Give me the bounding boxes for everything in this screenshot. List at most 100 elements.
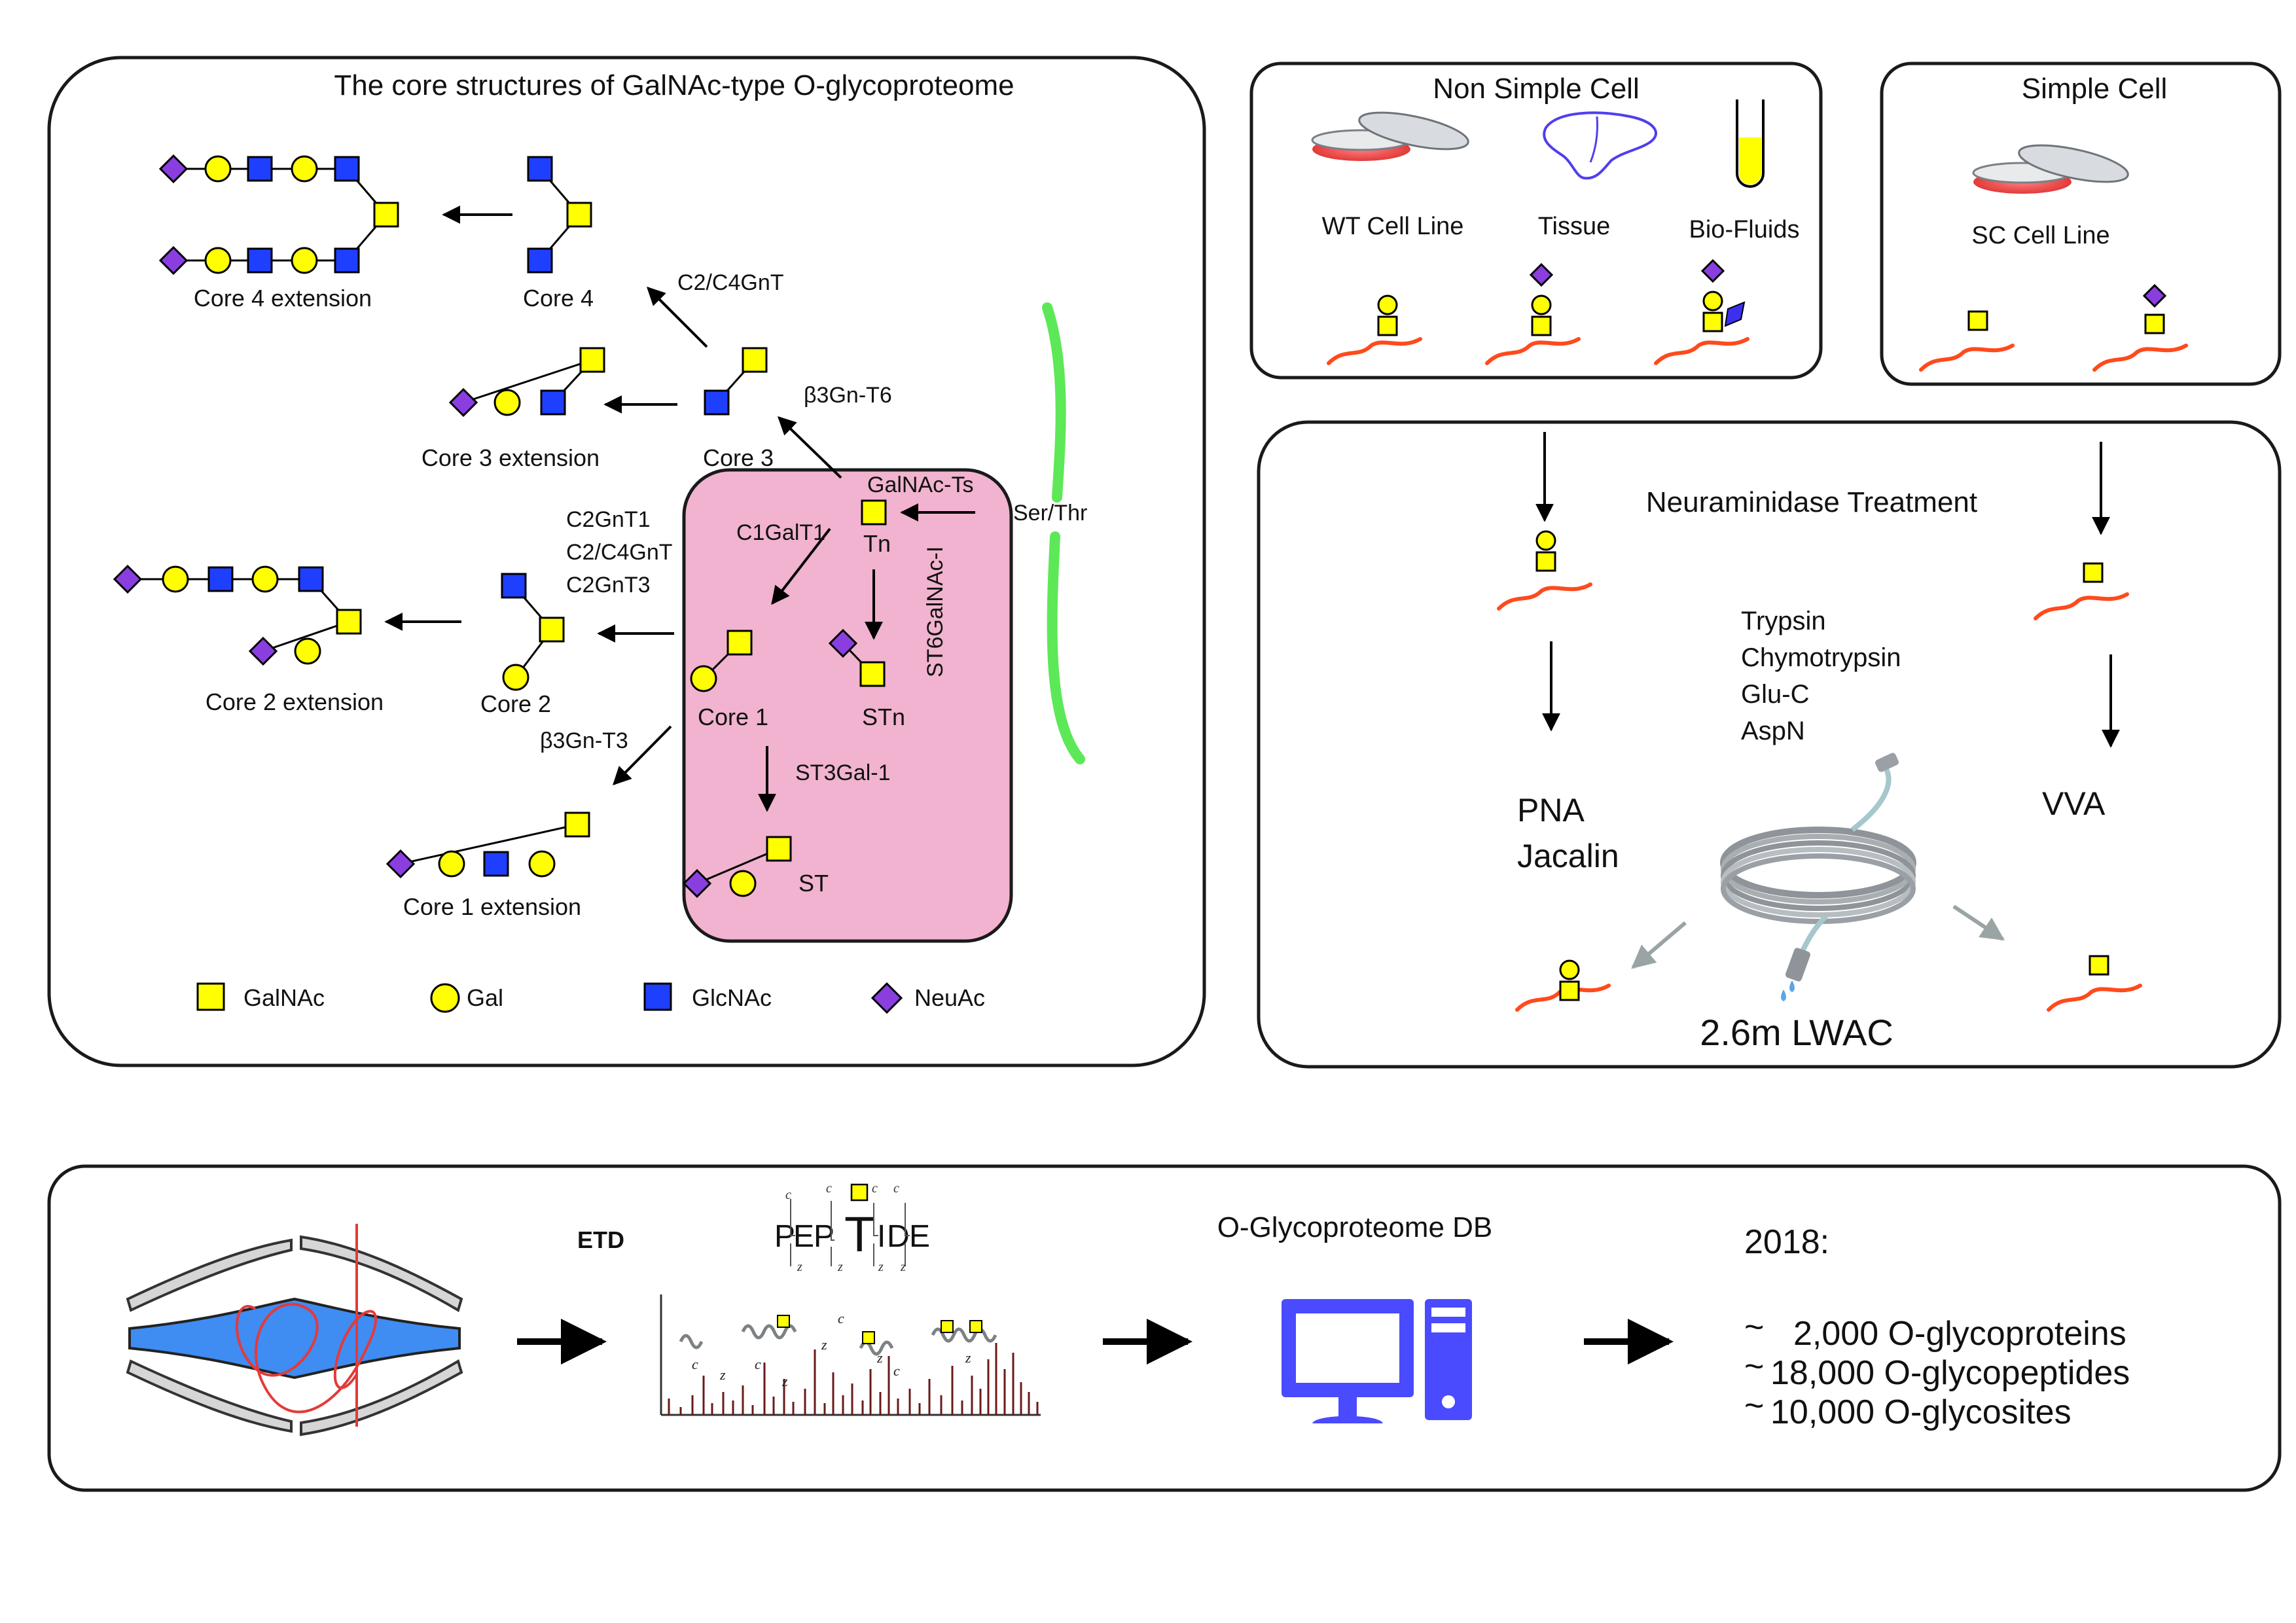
simple-panel-title: Simple Cell: [2022, 73, 2168, 105]
legend-gal-circle-icon: [430, 983, 460, 1013]
gal-circle-icon: [204, 247, 232, 274]
galnac-square-icon: [742, 347, 768, 373]
neuac-diamond-icon: [2142, 283, 2167, 308]
galnac-square-icon: [2144, 313, 2165, 334]
enzyme-ser-thr: Ser/Thr: [1013, 501, 1087, 526]
galnac-square-icon: [579, 347, 605, 373]
gal-circle-icon: [251, 565, 279, 593]
year-label: 2018:: [1744, 1223, 1829, 1261]
computer-database-icon: [1282, 1299, 1472, 1423]
label-core4: Core 4: [523, 285, 594, 312]
stat-glycopeptides: 18,000 O-glycopeptides: [1770, 1354, 2130, 1392]
gal-circle-icon: [1377, 294, 1398, 315]
petri-dish-icon: [1311, 111, 1469, 161]
galnac-square-icon: [2083, 562, 2104, 583]
spectrum-galnac-square-icon: [862, 1331, 875, 1344]
gal-circle-icon: [1531, 294, 1552, 315]
glcnac-square-icon: [334, 247, 360, 274]
label-core3-extension: Core 3 extension: [422, 444, 600, 471]
enrichment-panel: Neuraminidase Treatment Trypsin Chymotry…: [1257, 420, 2282, 1069]
lwac-column-label: 2.6m LWAC: [1700, 1012, 1893, 1053]
gal-circle-icon: [438, 850, 465, 878]
svg-text:z: z: [878, 1260, 884, 1274]
neuac-diamond-icon: [158, 245, 188, 276]
legend-neuac-label: NeuAc: [914, 984, 985, 1011]
svg-text:c: c: [872, 1181, 878, 1196]
stat-tilde: ~: [1744, 1347, 1764, 1385]
gal-circle-icon: [291, 155, 318, 183]
protease-glu-c: Glu-C: [1741, 680, 1809, 709]
legend-glcnac-square-icon: [643, 982, 672, 1011]
label-core1: Core 1: [698, 704, 768, 730]
glcnac-square-icon: [483, 851, 509, 877]
enzyme-galnac-ts: GalNAc-Ts: [867, 473, 973, 497]
gal-circle-icon: [1535, 530, 1556, 551]
label-stn: STn: [862, 704, 905, 730]
peptide-chain-icon: [1485, 337, 1581, 365]
core-structures-panel: The core structures of GalNAc-type O-gly…: [47, 56, 1206, 1067]
neuac-diamond-icon: [828, 628, 858, 658]
sc-petri-dish-icon: [1972, 144, 2129, 194]
glcnac-square-icon: [501, 573, 527, 599]
gal-circle-icon: [528, 850, 556, 878]
legend-galnac-square-icon: [196, 982, 225, 1011]
source-bio-fluids: Bio-Fluids: [1689, 216, 1800, 243]
spectrum-ion-letters: czc zzc zcz: [692, 1310, 971, 1389]
lectin-jacalin: Jacalin: [1517, 838, 1619, 874]
enzyme-c2c4gnt: C2/C4GnT: [566, 540, 673, 565]
lwac-column-coil-icon: [1720, 753, 1916, 1001]
protease-chymotrypsin: Chymotrypsin: [1741, 643, 1901, 672]
simple-cell-panel: Simple Cell SC Cell Line: [1880, 62, 2282, 386]
lectin-vva: VVA: [2042, 785, 2106, 822]
neuac-diamond-icon: [386, 849, 416, 879]
mass-analyzer-icon: [126, 1224, 463, 1436]
gal-circle-icon: [291, 247, 318, 274]
galnac-square-icon: [539, 616, 565, 643]
enzyme-c2gnt3: C2GnT3: [566, 573, 651, 597]
enrichment-panel-frame: [1257, 420, 2282, 1069]
gal-circle-icon: [493, 389, 521, 416]
neuac-diamond-icon: [1700, 259, 1725, 283]
neuac-diamond-icon: [158, 154, 188, 184]
glcnac-square-icon: [334, 156, 360, 182]
svg-text:c: c: [893, 1363, 900, 1379]
neuraminidase-title: Neuraminidase Treatment: [1646, 486, 1977, 518]
glcnac-square-icon: [247, 156, 273, 182]
stat-glycoproteins: 2,000 O-glycoproteins: [1793, 1315, 2126, 1353]
svg-text:c: c: [785, 1188, 791, 1202]
peptide-chain-icon: [2034, 592, 2129, 620]
glycoproteome-db-title: O-Glycoproteome DB: [1217, 1211, 1493, 1243]
glcnac-square-icon: [247, 247, 273, 274]
source-tissue: Tissue: [1538, 213, 1611, 240]
gal-circle-icon: [204, 155, 232, 183]
glcnac-square-icon: [298, 566, 324, 592]
svg-text:z: z: [719, 1366, 726, 1383]
enrichment-arrows: [1535, 432, 2120, 748]
peptide-chain-icon: [1327, 337, 1422, 365]
gal-circle-icon: [1702, 291, 1723, 312]
tissue-liver-lobe-line: [1589, 116, 1598, 163]
peptide-letter: E: [909, 1219, 930, 1254]
svg-text:c: c: [755, 1356, 761, 1372]
neuac-diamond-icon: [113, 564, 143, 594]
enzyme-b3gnt3: β3Gn-T3: [540, 728, 628, 753]
spectrum-galnac-square-icon: [941, 1320, 954, 1333]
peptide-chain-icon: [2092, 344, 2188, 372]
enzyme-b3gnt6: β3Gn-T6: [804, 383, 892, 408]
galnac-square-icon: [336, 609, 362, 635]
galnac-square-icon: [766, 836, 792, 862]
svg-text:z: z: [797, 1260, 802, 1274]
legend-glcnac-label: GlcNAc: [692, 984, 772, 1011]
gal-circle-icon: [162, 565, 189, 593]
etd-label: ETD: [577, 1226, 624, 1253]
gal-circle-icon: [690, 665, 717, 692]
gal-circle-icon: [729, 870, 757, 897]
svg-text:z: z: [965, 1349, 971, 1366]
label-core1-extension: Core 1 extension: [403, 893, 581, 920]
ms2-spectrum: czc zzc zcz: [660, 1294, 1041, 1416]
spectrum-galnac-square-icon: [777, 1315, 790, 1328]
glcnac-square-icon: [527, 247, 553, 274]
gal-circle-icon: [502, 664, 529, 691]
